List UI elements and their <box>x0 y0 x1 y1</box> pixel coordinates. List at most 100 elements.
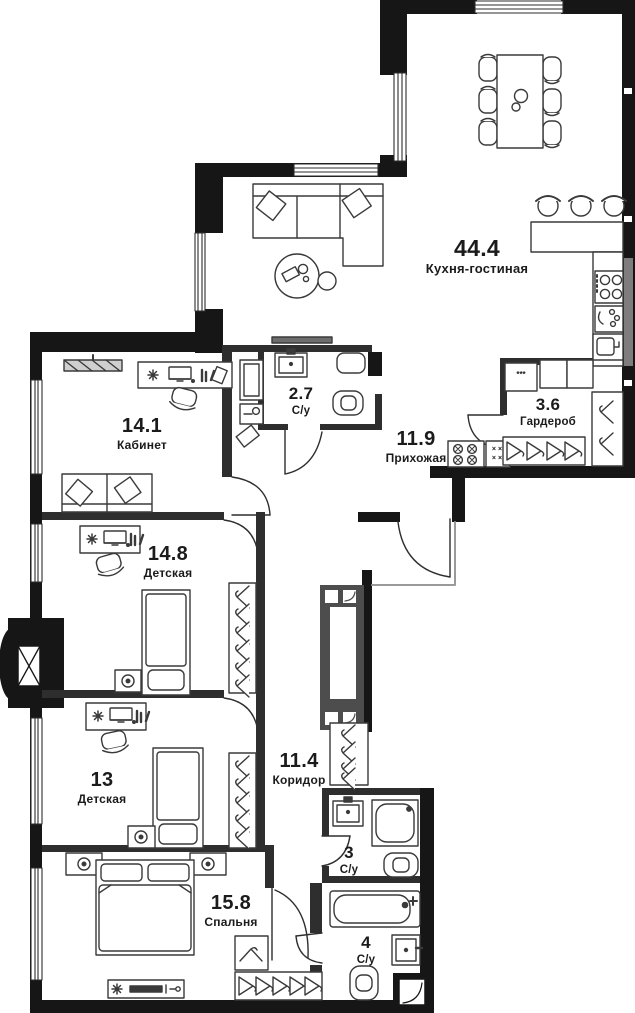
kids1-chair <box>93 551 126 580</box>
room-name: Гардероб <box>520 415 576 428</box>
washing-machine <box>504 362 538 392</box>
door-bath-2 <box>321 835 351 867</box>
room-area: 2.7 <box>288 384 314 403</box>
door-kids-2 <box>223 697 259 733</box>
room-name: Спальня <box>204 915 258 929</box>
window <box>30 717 43 825</box>
room-label-corridor: 11.4 Коридор <box>272 751 325 787</box>
room-label-bedroom: 15.8 Спальня <box>204 893 257 929</box>
room-area: 15.8 <box>210 892 252 914</box>
room-label-bath-1: 2.7 С/у <box>289 385 314 417</box>
kids2-nightstand <box>127 825 156 849</box>
room-name: Детская <box>143 566 193 580</box>
room-name: Кухня-гостиная <box>425 261 529 277</box>
room-area: 14.1 <box>121 415 163 437</box>
bedroom-wardrobe <box>234 935 323 1001</box>
kids1-nightstand <box>114 669 142 693</box>
room-label-office: 14.1 Кабинет <box>117 416 167 452</box>
office-radiator <box>63 354 123 372</box>
shower <box>371 799 419 847</box>
room-area: 3 <box>344 843 354 862</box>
wardrobe-shelves <box>539 359 594 389</box>
kitchen-faucet-area <box>594 305 624 333</box>
room-label-hallway: 11.9 Прихожая <box>386 429 447 465</box>
room-area: 11.9 <box>396 428 436 450</box>
sofa <box>252 183 384 267</box>
room-label-bath-3: 4 С/у <box>357 934 376 966</box>
window <box>30 867 43 981</box>
door-bedroom <box>271 887 309 961</box>
windows <box>30 0 632 981</box>
bath3-toilet <box>349 965 379 1001</box>
bath1-toilet <box>332 390 364 416</box>
kids2-bed <box>152 747 204 849</box>
kids2-closet <box>228 752 257 850</box>
room-name: Прихожая <box>385 451 447 465</box>
window <box>30 379 43 475</box>
window <box>293 163 379 177</box>
room-area: 3.6 <box>535 395 561 414</box>
kids2-chair <box>98 728 130 756</box>
room-label-kids-2: 13 Детская <box>78 770 127 806</box>
bath2-toilet <box>383 852 419 878</box>
outer-walls <box>30 0 635 1013</box>
door-bath-1 <box>284 429 323 475</box>
corner-block <box>393 973 434 1013</box>
room-label-wardrobe-room: 3.6 Гардероб <box>520 396 576 428</box>
office-sofa <box>61 473 153 513</box>
door-entry <box>397 518 451 578</box>
stove <box>594 270 624 304</box>
tv-console <box>271 336 333 344</box>
elevator-shaft <box>0 618 64 708</box>
washing-machine-marks: *** <box>516 370 526 379</box>
bath1-cabinet <box>336 352 366 374</box>
wardrobe-hanger-rail-bottom <box>502 436 586 466</box>
room-name: С/у <box>291 404 311 417</box>
window <box>30 523 43 583</box>
room-area: 14.8 <box>147 543 189 565</box>
boundary-line <box>371 521 456 586</box>
wardrobe-hanger-rail-right <box>591 391 624 467</box>
bath1-sink <box>274 348 308 378</box>
room-label-kids-1: 14.8 Детская <box>144 544 193 580</box>
tv-dresser <box>107 979 185 999</box>
office-side-table <box>239 403 264 425</box>
room-area: 44.4 <box>454 235 500 261</box>
room-label-kitchen-living: 44.4 Кухня-гостиная <box>426 236 528 276</box>
shoe-cabinet <box>447 440 485 468</box>
room-area: 13 <box>90 769 114 791</box>
kids1-bed <box>141 589 191 696</box>
door-bath-3 <box>295 932 323 964</box>
door-kids-1 <box>223 519 259 555</box>
office-cabinet <box>239 359 264 401</box>
room-name: С/у <box>356 953 376 966</box>
room-label-bath-2: 3 С/у <box>340 844 359 876</box>
window <box>474 0 564 14</box>
dining-table <box>478 53 562 149</box>
bathtub <box>329 890 421 928</box>
office-desk <box>137 361 233 389</box>
window <box>194 232 206 312</box>
room-area: 4 <box>361 933 371 952</box>
bath3-sink <box>391 934 424 966</box>
window <box>393 72 407 162</box>
room-area: 11.4 <box>279 750 319 772</box>
doors <box>223 414 504 964</box>
bath2-sink <box>332 796 364 827</box>
kids1-closet <box>228 582 257 698</box>
room-name: Детская <box>77 792 127 806</box>
room-name: С/у <box>339 863 359 876</box>
kids2-desk <box>85 702 151 731</box>
office-chair <box>167 385 200 414</box>
office-tilted-item <box>235 424 260 448</box>
vent-shaft <box>320 585 364 730</box>
door-office <box>231 476 271 516</box>
corridor-closet <box>329 722 369 791</box>
shoe-rack-marks-1: ×× <box>491 446 505 453</box>
kids1-desk <box>79 525 145 554</box>
shoe-rack-marks-2: ×× <box>491 455 505 462</box>
wall-hatch <box>624 258 633 366</box>
double-bed <box>95 859 195 956</box>
